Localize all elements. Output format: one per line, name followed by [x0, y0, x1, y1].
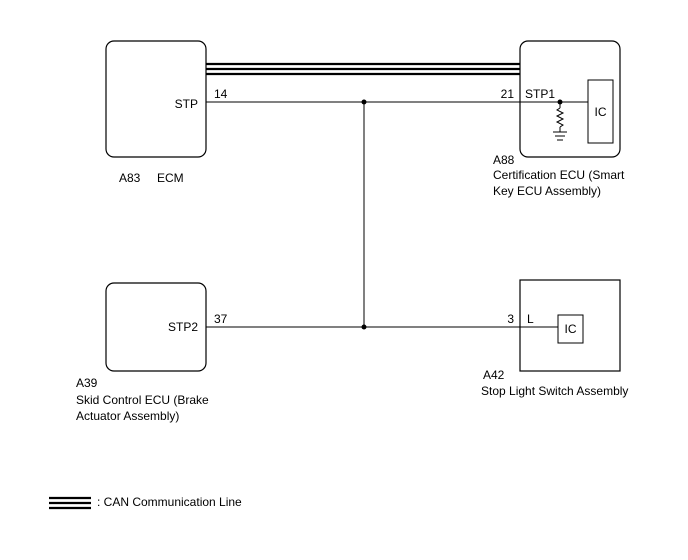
- stop-ic-box: [557, 314, 584, 344]
- skid-name-line1: Skid Control ECU (Brake: [76, 393, 209, 407]
- skid-terminal-pin: 37: [214, 312, 228, 326]
- legend-can-label: : CAN Communication Line: [97, 495, 242, 509]
- ecm-name: ECM: [157, 171, 184, 185]
- resistor-icon: [555, 107, 565, 128]
- cert-ic-label: IC: [594, 105, 607, 119]
- ecm-box: [105, 40, 207, 158]
- stop-terminal-pin: 3: [507, 312, 514, 326]
- stop-ic-label: IC: [564, 322, 577, 336]
- ecm-code: A83: [119, 171, 141, 185]
- skid-terminal-name: STP2: [167, 320, 198, 334]
- cert-name-line1: Certification ECU (Smart: [493, 168, 625, 182]
- legend-can-line-icon: [49, 496, 91, 510]
- cert-code: A88: [493, 153, 515, 167]
- junction-dot-top: [361, 99, 367, 105]
- cert-terminal-name: STP1: [525, 87, 556, 101]
- ground-icon: [553, 131, 567, 141]
- skid-name-line2: Actuator Assembly): [76, 409, 180, 423]
- skid-code: A39: [76, 376, 98, 390]
- cert-terminal-pin: 21: [500, 87, 514, 101]
- stop-name: Stop Light Switch Assembly: [481, 384, 629, 398]
- can-bus: [206, 62, 520, 76]
- stop-code: A42: [483, 368, 505, 382]
- cert-ic-box: [587, 79, 614, 144]
- ecm-terminal-name: STP: [174, 97, 198, 111]
- junction-dot-bottom: [361, 324, 367, 330]
- stop-switch-box: [519, 279, 621, 372]
- ecm-terminal-pin: 14: [214, 87, 228, 101]
- stop-terminal-name: L: [527, 312, 534, 326]
- cert-name-line2: Key ECU Assembly): [493, 184, 602, 198]
